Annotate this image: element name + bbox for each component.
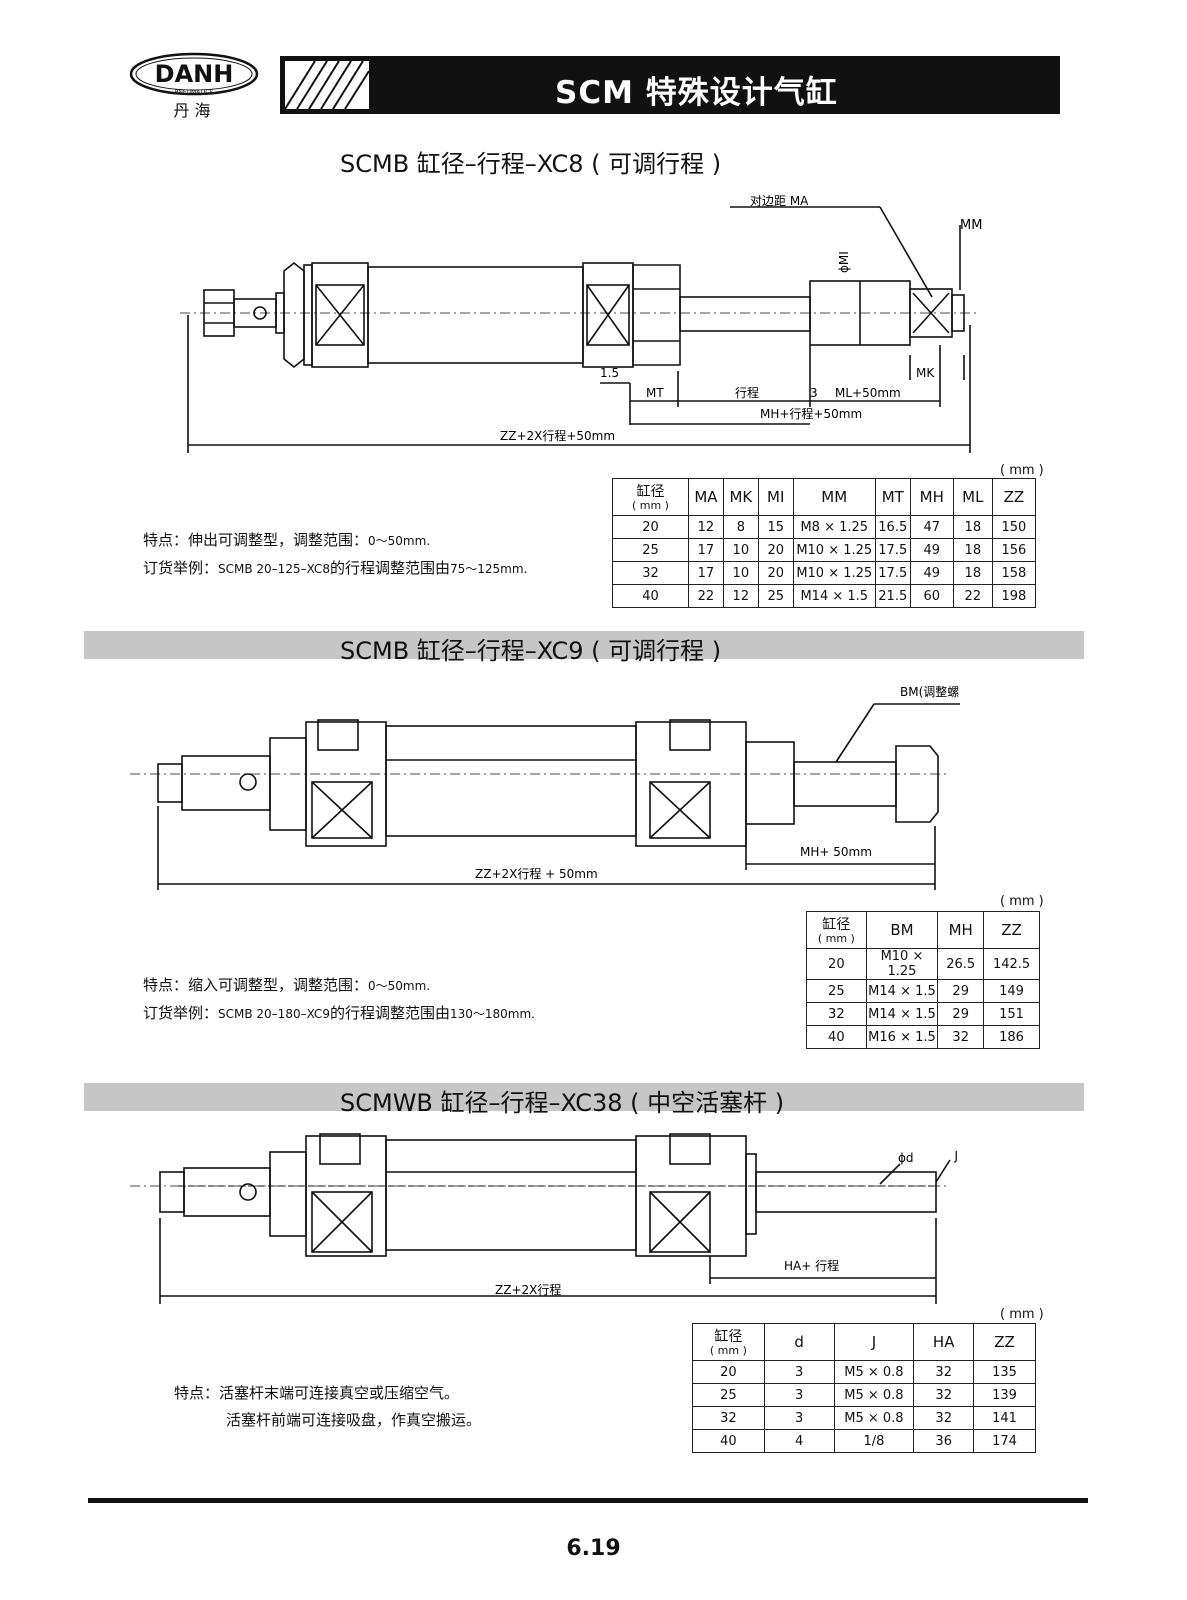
label-mk: MK <box>916 366 935 380</box>
label-zz: ZZ+2X行程 <box>495 1282 561 1297</box>
label-bm: BM(调整螺栓) <box>900 684 960 699</box>
danh-logo: DANH PNEUMATICS 丹 海 <box>128 52 260 124</box>
col-header: MA <box>687 478 724 516</box>
label-3: 3 <box>810 386 818 400</box>
col-header: ZZ <box>991 478 1037 516</box>
feature-label: 特点： <box>174 1384 220 1402</box>
label-j: J <box>953 1149 958 1163</box>
page-number: 6.19 <box>566 1536 621 1561</box>
logo-chinese: 丹 海 <box>173 101 210 120</box>
xc9-notes: 特点：缩入可调整型，调整范围：0～50mm. 订货举例：SCMB 20–180–… <box>143 976 535 1022</box>
xc8-drawing: 对边距 MA MM ϕMI MK 1.5 MT 行程 3 ML+50mm MH+… <box>180 195 982 453</box>
label-mm: MM <box>960 218 982 233</box>
bore-header: 缸径( mm ) <box>806 911 867 949</box>
label-mt: MT <box>646 386 664 400</box>
label-ma: 对边距 MA <box>750 195 809 208</box>
label-mh: MH+行程+50mm <box>760 406 862 421</box>
logo-text: DANH <box>155 60 234 88</box>
label-zz: ZZ+2X行程 + 50mm <box>475 866 598 881</box>
feature-label: 特点： <box>143 531 189 549</box>
label-zz: ZZ+2X行程+50mm <box>500 428 615 443</box>
xc38-notes: 特点：活塞杆末端可连接真空或压缩空气。 活塞杆前端可连接吸盘，作真空搬运。 <box>174 1384 482 1429</box>
xc9-unit: ( mm ) <box>1000 894 1044 909</box>
bore-header: 缸径( mm ) <box>692 1323 765 1361</box>
section-xc38-title: SCMWB 缸径–行程–XC38 ( 中空活塞杆 ) <box>340 1089 785 1117</box>
order-label: 订货举例： <box>143 1004 219 1022</box>
label-ha: HA+ 行程 <box>784 1258 839 1273</box>
col-header: HA <box>913 1323 975 1361</box>
page-title: SCM 特殊设计气缸 <box>555 75 838 111</box>
xc8-unit: ( mm ) <box>1000 463 1044 478</box>
label-d: ϕd <box>898 1151 914 1165</box>
title-hatch <box>285 61 370 109</box>
xc38-drawing: ϕd J HA+ 行程 ZZ+2X行程 <box>130 1133 958 1304</box>
col-header: ZZ <box>973 1323 1036 1361</box>
label-ml: ML+50mm <box>835 386 901 400</box>
xc38-unit: ( mm ) <box>1000 1307 1044 1322</box>
xc9-drawing: BM(调整螺栓) MH+ 50mm ZZ+2X行程 + 50mm <box>130 684 960 890</box>
label-mi: ϕMI <box>837 251 851 273</box>
section-xc8-title: SCMB 缸径–行程–XC8 ( 可调行程 ) <box>340 150 722 178</box>
logo-subtext: PNEUMATICS <box>175 89 214 96</box>
col-header: J <box>833 1323 915 1361</box>
footer-rule <box>88 1498 1088 1503</box>
section-xc9-title: SCMB 缸径–行程–XC9 ( 可调行程 ) <box>340 637 722 665</box>
col-header: MK <box>722 478 759 516</box>
page-title-bar: SCM 特殊设计气缸 <box>280 56 1060 114</box>
xc8-notes: 特点：伸出可调整型，调整范围：0～50mm. 订货举例：SCMB 20–125–… <box>143 531 528 577</box>
label-stroke: 行程 <box>735 385 759 400</box>
section-xc38-band: SCMWB 缸径–行程–XC38 ( 中空活塞杆 ) <box>84 1083 1084 1117</box>
col-header: d <box>763 1323 835 1361</box>
col-header: ZZ <box>983 911 1040 949</box>
feature-label: 特点： <box>143 976 189 994</box>
label-mh: MH+ 50mm <box>800 845 872 859</box>
col-header: MT <box>874 478 911 516</box>
order-label: 订货举例： <box>143 559 219 577</box>
col-header: BM <box>865 911 939 949</box>
bore-header: 缸径( mm ) <box>612 478 689 516</box>
col-header: MI <box>757 478 794 516</box>
col-header: MM <box>792 478 876 516</box>
col-header: MH <box>909 478 954 516</box>
section-xc9-band: SCMB 缸径–行程–XC9 ( 可调行程 ) <box>84 631 1084 665</box>
label-1-5: 1.5 <box>600 366 619 380</box>
col-header: MH <box>937 911 985 949</box>
col-header: ML <box>952 478 993 516</box>
